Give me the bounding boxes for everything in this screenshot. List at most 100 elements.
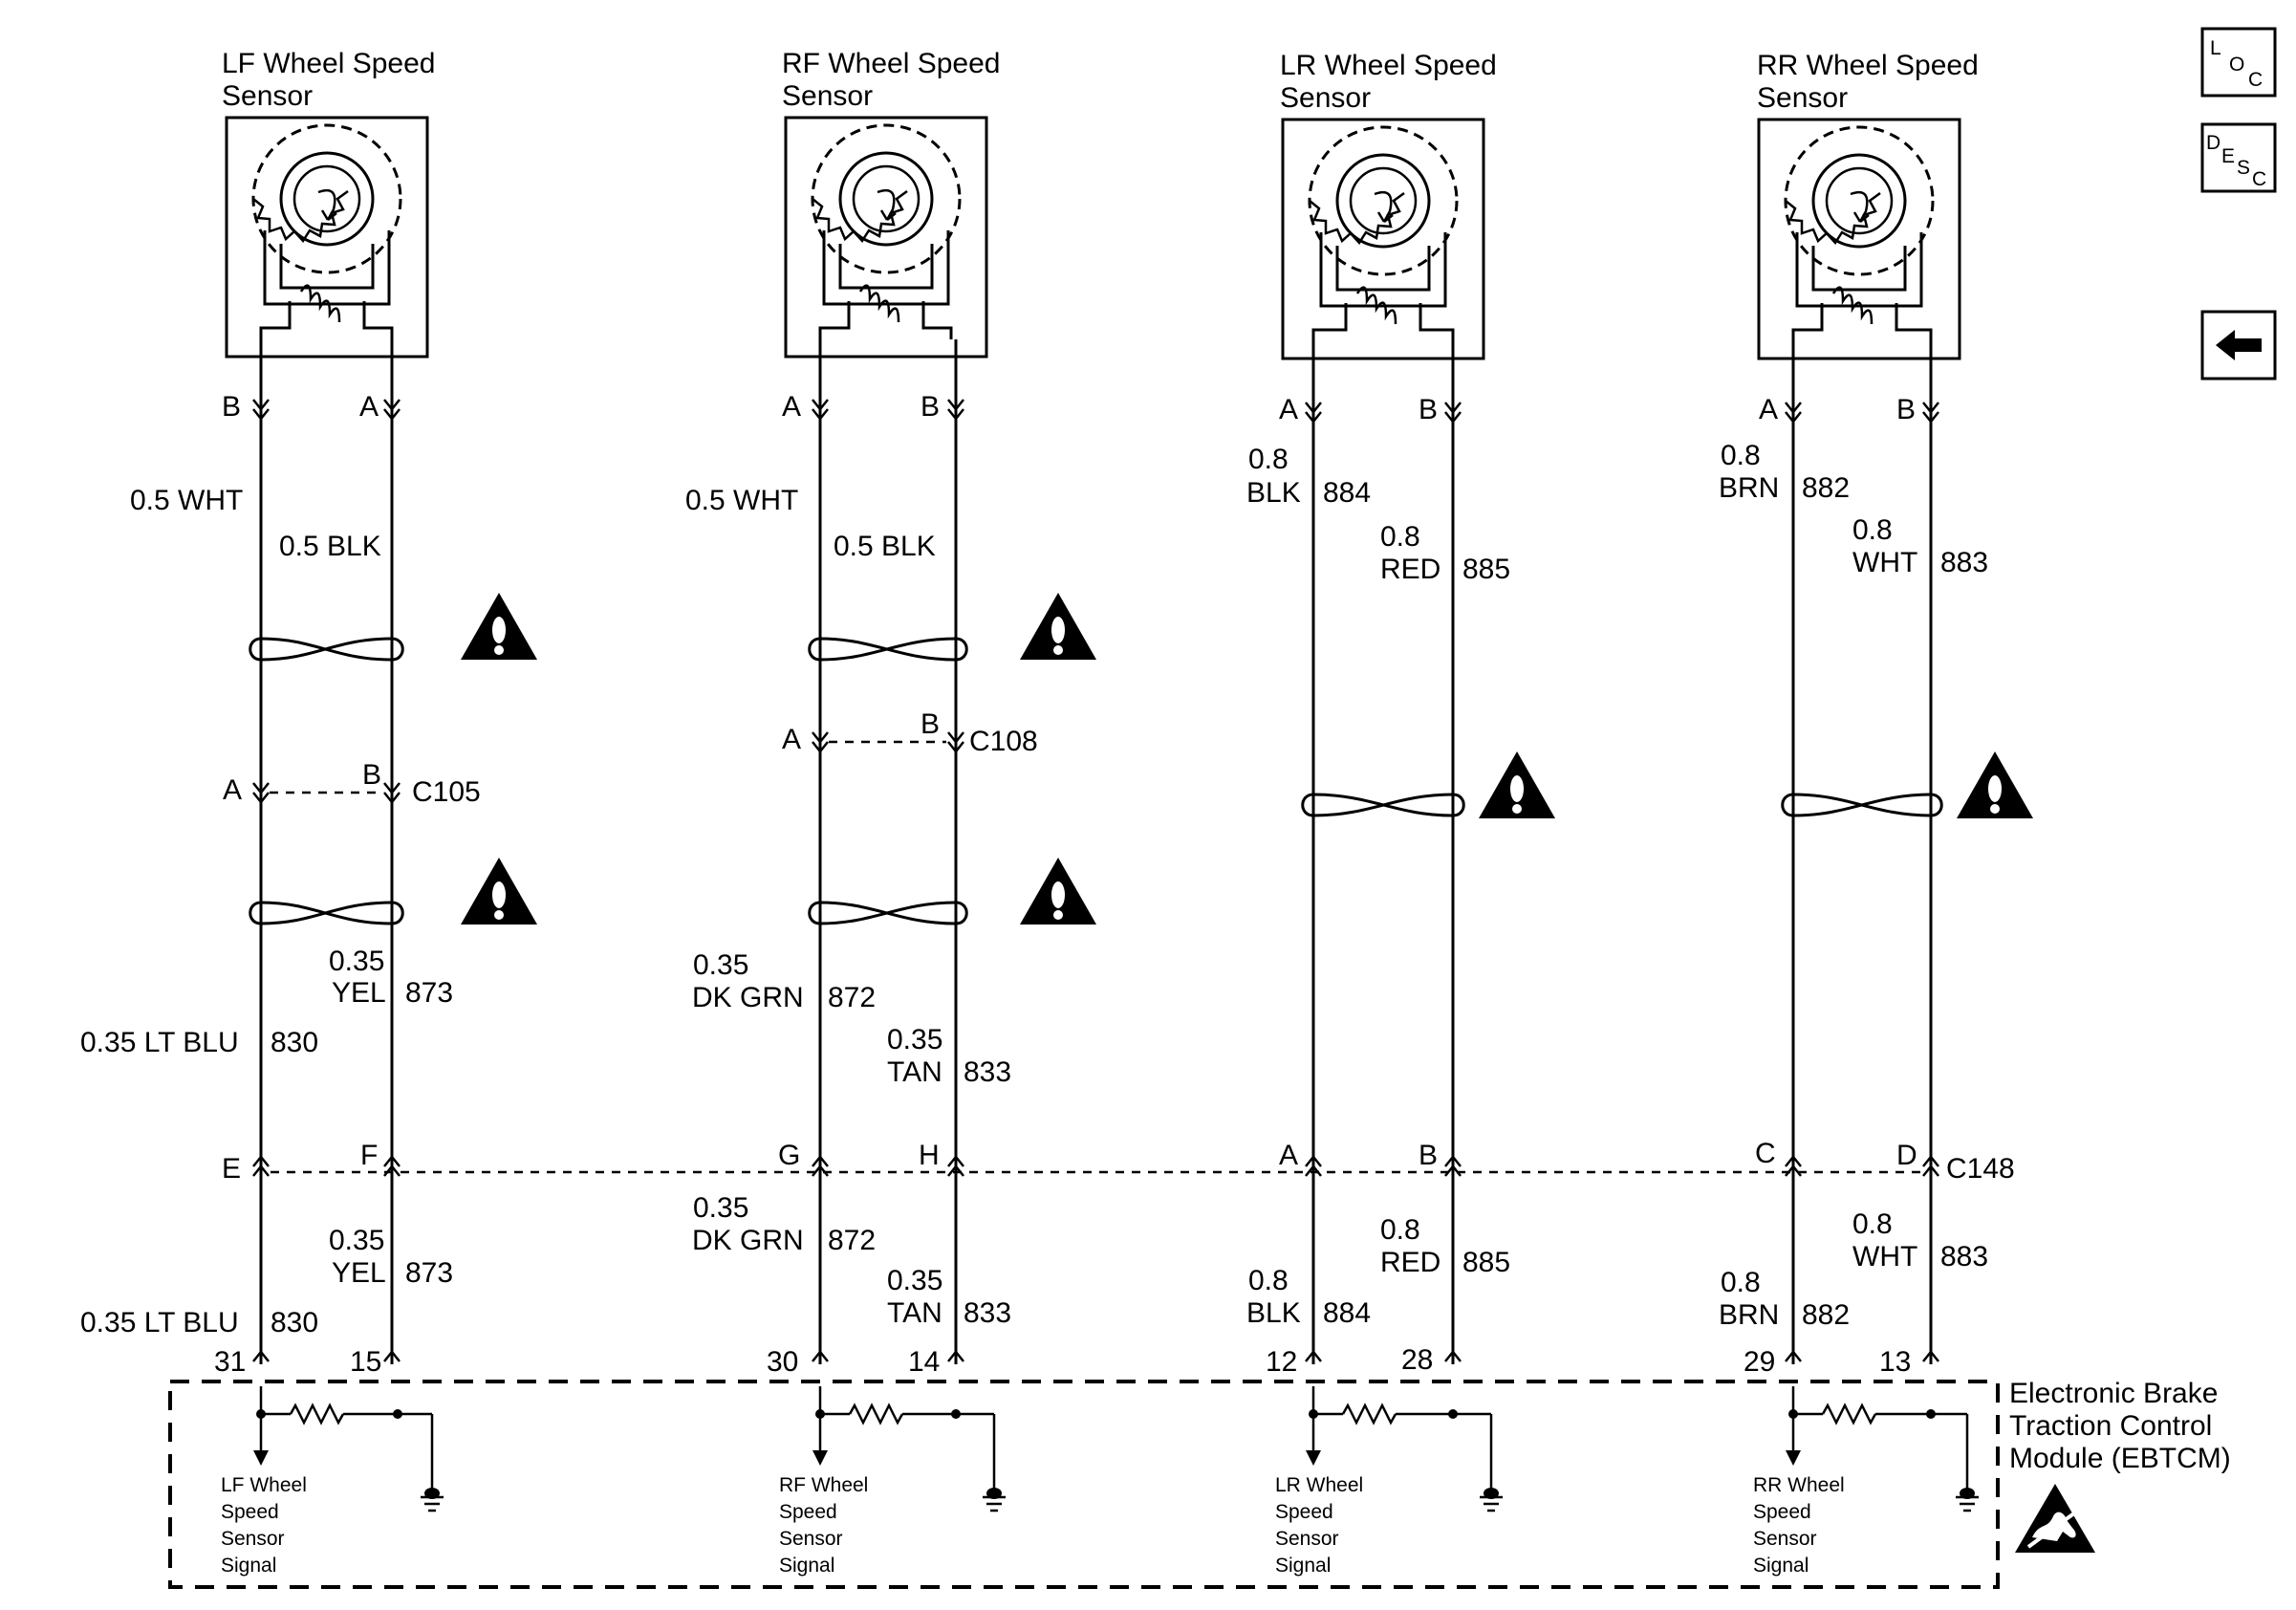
rf-bot-right-color: TAN [887, 1297, 942, 1329]
rf-sensor-group: RF Wheel Speed Sensor [782, 48, 1000, 359]
rf-sensor-title-1: RF Wheel Speed [782, 48, 1000, 79]
ebtcm-terminal-14: 14 [908, 1346, 940, 1378]
ebtcm-module-outline [168, 1380, 2000, 1589]
c108-connector-name: C108 [969, 726, 1038, 757]
rr-signal-label-3: Sensor [1753, 1528, 1817, 1550]
lr-pin-right: B [1419, 394, 1438, 425]
rf-right-circuit: 833 [964, 1056, 1011, 1088]
back-arrow-icon [2216, 330, 2262, 360]
ebtcm-title-3: Module (EBTCM) [2009, 1443, 2231, 1474]
lr-right-circuit: 885 [1462, 554, 1510, 585]
lr-bot-right-gauge: 0.8 [1380, 1214, 1420, 1246]
lr-pin-left: A [1279, 394, 1298, 425]
lf-wire-left-upper: 0.5 WHT [130, 485, 243, 516]
ebtcm-title-1: Electronic Brake [2009, 1378, 2218, 1409]
rr-pin-right: B [1896, 394, 1916, 425]
loc-button-letter-3: C [2248, 69, 2263, 91]
lf-sensor-title-2: Sensor [222, 80, 313, 112]
lr-sensor-title-1: LR Wheel Speed [1280, 50, 1497, 81]
lf-signal-label-1: LF Wheel [221, 1474, 307, 1496]
lf-sensor-symbol [225, 116, 429, 359]
lr-left-circuit: 884 [1323, 477, 1371, 509]
c105-pin-right: B [362, 759, 381, 791]
rr-signal-label-4: Signal [1753, 1555, 1809, 1577]
rf-bot-left-gauge: 0.35 [693, 1192, 748, 1224]
desc-button[interactable]: D E S C [2200, 122, 2277, 193]
caution-icon [461, 858, 537, 925]
lf-signal-label-4: Signal [221, 1555, 276, 1577]
rf-signal-label-2: Speed [779, 1501, 837, 1523]
c148-connector-name: C148 [1946, 1153, 2015, 1185]
rf-left-color: DK GRN [692, 982, 804, 1013]
lf-sensor-group: LF Wheel Speed Sensor [222, 48, 435, 359]
c148-pin-c: C [1755, 1138, 1776, 1169]
wires [259, 339, 1933, 1364]
rf-right-color: TAN [887, 1056, 942, 1088]
ebtcm-terminal-29: 29 [1744, 1346, 1775, 1378]
lf-input-circuit: LF Wheel Speed Sensor Signal [221, 1386, 444, 1577]
c148-pin-b: B [1419, 1140, 1438, 1171]
esd-sensitive-icon [2015, 1484, 2095, 1553]
back-button[interactable] [2200, 310, 2277, 381]
c148-pin-e: E [222, 1153, 241, 1185]
c148-pin-g: G [778, 1140, 800, 1171]
lr-right-color: RED [1380, 554, 1440, 585]
rf-bot-left-color: DK GRN [692, 1225, 804, 1256]
lr-left-color: BLK [1246, 477, 1301, 509]
rf-sensor-symbol [784, 116, 988, 359]
lf-left-circuit: 830 [271, 1027, 318, 1058]
rf-wire-right-upper: 0.5 BLK [834, 531, 936, 562]
lr-signal-label-2: Speed [1275, 1501, 1333, 1523]
lr-bot-left-color: BLK [1246, 1297, 1301, 1329]
lf-pin-left: B [222, 391, 241, 423]
rr-signal-label-2: Speed [1753, 1501, 1811, 1523]
rr-left-circuit: 882 [1802, 472, 1850, 504]
lr-bot-right-circuit: 885 [1462, 1247, 1510, 1278]
twisted-pair-symbols [249, 637, 1943, 925]
rf-bot-left-circuit: 872 [828, 1225, 876, 1256]
caution-icon [1957, 751, 2033, 818]
lr-sensor-group: LR Wheel Speed Sensor [1280, 50, 1497, 360]
lf-bot-left-circuit: 830 [271, 1307, 318, 1338]
lf-wire-right-upper: 0.5 BLK [279, 531, 381, 562]
rr-left-color: BRN [1719, 472, 1779, 504]
desc-button-letter-1: D [2206, 132, 2220, 154]
rr-input-circuit: RR Wheel Speed Sensor Signal [1753, 1386, 1979, 1577]
rr-sensor-symbol [1757, 118, 1961, 360]
rf-wire-left-upper: 0.5 WHT [685, 485, 798, 516]
lr-signal-label-3: Sensor [1275, 1528, 1339, 1550]
ebtcm-terminal-13: 13 [1879, 1346, 1911, 1378]
rf-right-gauge: 0.35 [887, 1024, 942, 1055]
lf-bot-right-color: YEL [332, 1257, 386, 1289]
rr-bot-left-circuit: 882 [1802, 1299, 1850, 1331]
c105-pin-left: A [223, 774, 242, 806]
caution-icon [1479, 751, 1555, 818]
ebtcm-terminal-30: 30 [767, 1346, 798, 1378]
rf-signal-label-4: Signal [779, 1555, 834, 1577]
lf-bot-left-gauge: 0.35 LT BLU [80, 1307, 239, 1338]
c148-pin-h: H [919, 1140, 940, 1171]
rf-bot-right-circuit: 833 [964, 1297, 1011, 1329]
c105-connector-name: C105 [412, 776, 481, 808]
lr-bot-left-circuit: 884 [1323, 1297, 1371, 1329]
rr-bot-right-gauge: 0.8 [1852, 1208, 1893, 1240]
rr-sensor-title-1: RR Wheel Speed [1757, 50, 1979, 81]
ebtcm-terminal-28: 28 [1401, 1344, 1433, 1376]
c148-pin-f: F [360, 1140, 378, 1171]
rr-signal-label-1: RR Wheel [1753, 1474, 1845, 1496]
ebtcm-terminal-15: 15 [350, 1346, 381, 1378]
loc-button-letter-1: L [2210, 37, 2221, 59]
caution-icon [1020, 858, 1096, 925]
lr-input-circuit: LR Wheel Speed Sensor Signal [1275, 1386, 1503, 1577]
rf-signal-label-3: Sensor [779, 1528, 843, 1550]
lr-right-gauge: 0.8 [1380, 521, 1420, 553]
desc-button-letter-2: E [2221, 145, 2235, 167]
loc-button[interactable]: L O C [2200, 27, 2277, 98]
caution-icon-group [461, 593, 2033, 925]
rr-sensor-title-2: Sensor [1757, 82, 1848, 114]
rr-left-gauge: 0.8 [1721, 440, 1761, 471]
lf-bot-right-circuit: 873 [405, 1257, 453, 1289]
lf-bot-right-gauge: 0.35 [329, 1225, 384, 1256]
ebtcm-terminal-12: 12 [1266, 1346, 1297, 1378]
